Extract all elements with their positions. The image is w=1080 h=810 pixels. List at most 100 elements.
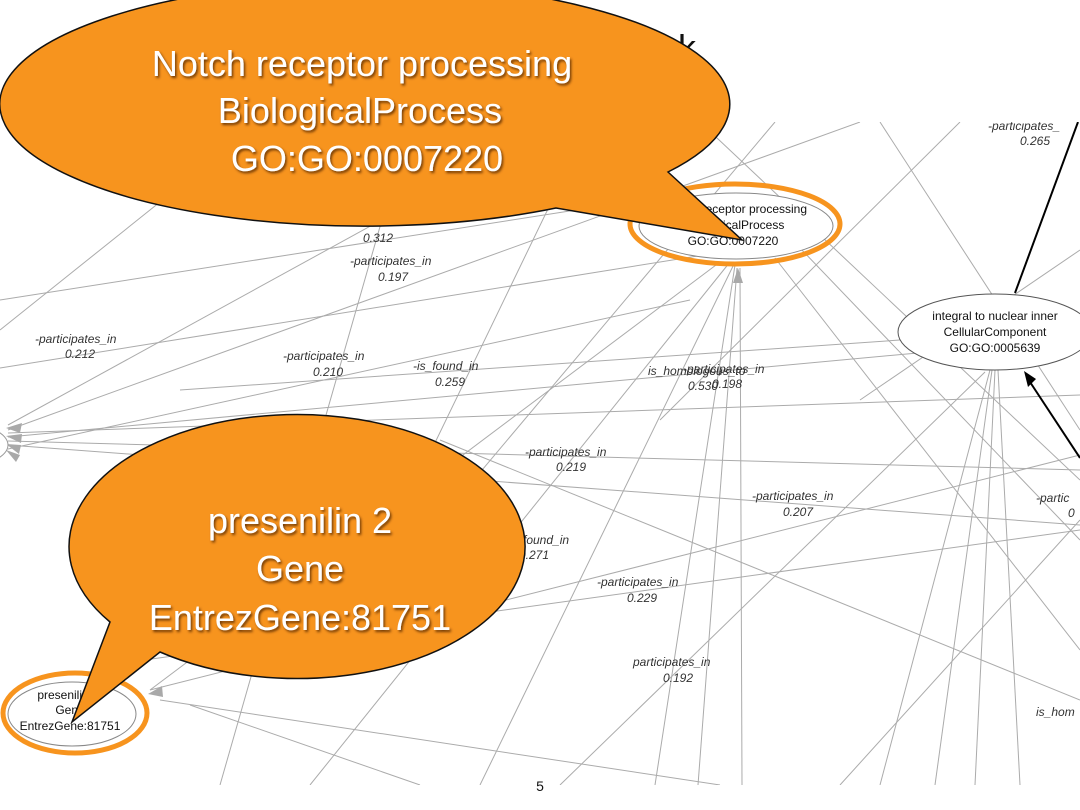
edge-line xyxy=(659,122,961,421)
page-number: 5 xyxy=(536,778,544,794)
edge-relation: -participates_in xyxy=(683,362,765,376)
edge-label: is_homologous_to 0.530 xyxy=(648,364,746,393)
edge-line xyxy=(0,199,641,301)
edge-weight: 0.271 xyxy=(519,548,549,562)
callout-line: Notch receptor processing xyxy=(152,43,572,84)
edge-label: -participates_ 0.265 xyxy=(988,119,1060,148)
callout-notch: Notch receptor processing BiologicalProc… xyxy=(0,0,745,242)
node-label: integral to nuclear inner xyxy=(932,309,1057,323)
edge-relation: -participates_in xyxy=(35,332,117,346)
node-id: EntrezGene:81751 xyxy=(20,719,121,733)
edge-line xyxy=(559,371,986,785)
edge-label: is_hom xyxy=(1036,705,1075,719)
arrowhead-black xyxy=(1024,371,1036,387)
edge-weight: 0.197 xyxy=(378,270,409,284)
edge-relation: -is_found_in xyxy=(413,359,479,373)
offscreen-node xyxy=(0,432,9,458)
edge-weight: 0.198 xyxy=(712,377,742,391)
edge-relation: found_in xyxy=(523,533,569,547)
node-id: GO:GO:0005639 xyxy=(950,341,1041,355)
arrowhead-gray xyxy=(148,686,163,697)
callout-bubble xyxy=(0,0,745,242)
edge-weight: 0.192 xyxy=(663,671,693,685)
edge-label: 0.312 xyxy=(363,231,393,245)
edge-label: -participates_in 0.198 xyxy=(683,362,765,391)
edge-weight: 0.207 xyxy=(783,505,814,519)
edge-label: found_in 0.271 xyxy=(519,533,569,562)
edge-line xyxy=(879,369,991,785)
edge-line xyxy=(974,369,996,785)
edge-line xyxy=(7,299,691,450)
arrowhead-gray xyxy=(6,450,20,462)
edge-label: -participates_in 0.197 xyxy=(350,254,432,284)
callout-line: Gene xyxy=(256,548,344,589)
edge-line xyxy=(439,122,776,521)
edge-relation: -participates_in xyxy=(752,489,834,503)
edge-line xyxy=(774,257,1080,651)
edge-line xyxy=(739,267,743,785)
callout-presenilin: presenilin 2 Gene EntrezGene:81751 xyxy=(68,413,526,725)
arrowhead-gray xyxy=(6,434,22,443)
node-id: GO:GO:0007220 xyxy=(688,234,779,248)
callout-line: EntrezGene:81751 xyxy=(149,597,451,638)
edge-relation: -participates_in xyxy=(597,575,679,589)
edge-label: -participates_in 0.229 xyxy=(597,575,679,605)
edge-line xyxy=(839,519,1080,785)
edge-line-black xyxy=(1014,122,1079,294)
edge-weight: 0.229 xyxy=(627,591,657,605)
edge-line xyxy=(654,264,736,785)
node-highlight-ring xyxy=(627,181,843,267)
edge-line xyxy=(799,247,1080,541)
edge-relation: -participates_in xyxy=(283,349,365,363)
edge-weight: 0.312 xyxy=(363,231,393,245)
edge-line-black xyxy=(1029,381,1080,459)
edge-weight: 0.259 xyxy=(435,375,465,389)
edge-weight: 0.212 xyxy=(65,347,95,361)
edge-label: -participates_in 0.219 xyxy=(525,445,607,474)
edge-weight: 0.210 xyxy=(313,365,343,379)
edge-relation: -participates_ xyxy=(988,119,1060,133)
edge-line xyxy=(159,699,721,785)
edge-line xyxy=(7,337,1080,438)
edge-line xyxy=(179,339,901,391)
node-type: CellularComponent xyxy=(944,325,1047,339)
callout-bubble xyxy=(68,413,526,725)
node-integral-to-nuclear-inner[interactable]: integral to nuclear inner CellularCompon… xyxy=(897,293,1080,371)
arrowhead-gray xyxy=(6,423,22,433)
edge-line xyxy=(0,249,736,369)
edge-label: -partic 0 xyxy=(1036,491,1075,520)
edge-line xyxy=(934,369,993,785)
edge-weight: 0.265 xyxy=(1020,134,1050,148)
edge-relation: is_hom xyxy=(1036,705,1075,719)
edge-line xyxy=(7,394,1080,434)
node-shape xyxy=(897,293,1080,371)
edge-line xyxy=(697,267,738,785)
callout-line: GO:GO:0007220 xyxy=(231,138,503,179)
edge-label: participates_in 0.192 xyxy=(632,655,711,685)
edge-line xyxy=(997,369,1021,785)
edge-line xyxy=(189,704,421,785)
node-shape xyxy=(7,681,137,747)
edge-label: -participates_in 0.210 xyxy=(283,349,365,379)
arrowhead-gray xyxy=(6,444,21,454)
edge-weight: 0.530 xyxy=(688,379,718,393)
edge-relation: -participates_in xyxy=(525,445,607,459)
callout-line: BiologicalProcess xyxy=(218,90,502,131)
callout-line: presenilin 2 xyxy=(208,500,392,541)
edge-relation: participates_in xyxy=(632,655,711,669)
node-presenilin-2[interactable]: presenilin 2 Gene EntrezGene:81751 xyxy=(0,670,150,756)
edge-weight: 0 xyxy=(1068,506,1075,520)
edge-line xyxy=(879,122,1080,431)
edge-relation: is_homologous_to xyxy=(648,364,746,378)
edge-line xyxy=(439,439,1080,701)
edge-label: -participates_in 0.212 xyxy=(35,332,117,361)
edge-relation: -partic xyxy=(1036,491,1069,505)
arrowhead-gray xyxy=(733,268,743,283)
edge-label: -participates_in 0.207 xyxy=(752,489,834,519)
edge-relation: -participates_in xyxy=(350,254,432,268)
node-highlight-ring xyxy=(0,670,150,756)
edge-line xyxy=(7,122,861,431)
edge-weight: 0.219 xyxy=(556,460,586,474)
edge-line xyxy=(479,261,736,785)
